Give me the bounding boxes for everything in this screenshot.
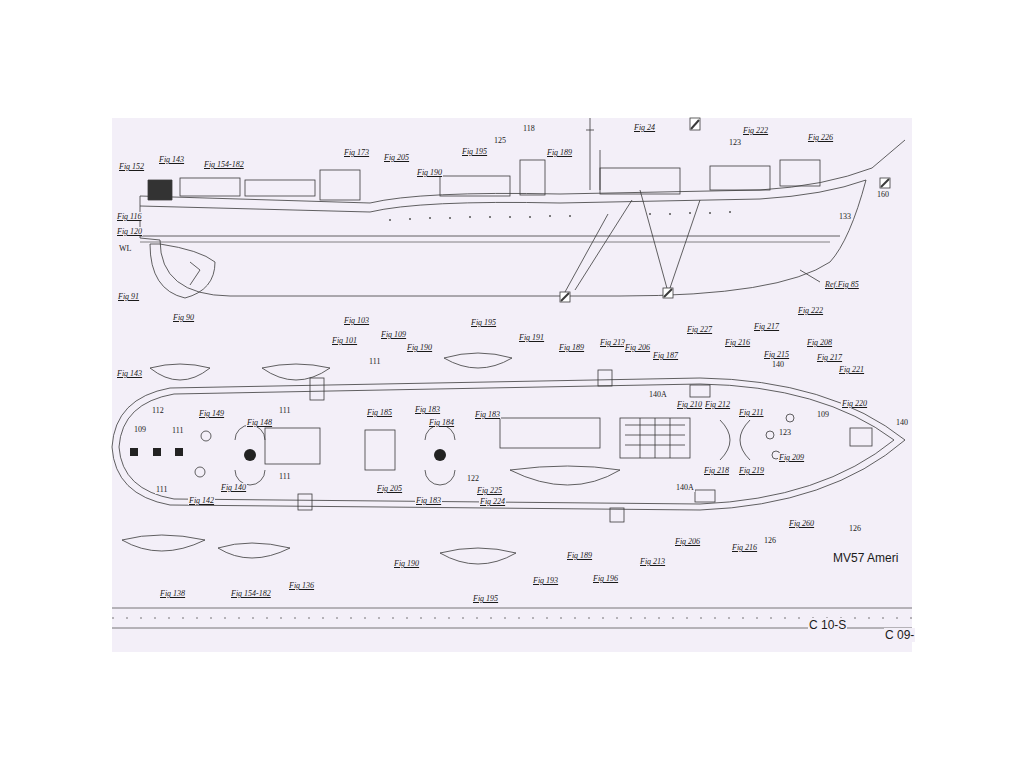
callout-label: Fig 225 (476, 486, 503, 495)
callout-label: 109 (133, 425, 147, 434)
callout-label: Fig 187 (652, 351, 679, 360)
callout-label: Fig 217 (816, 353, 843, 362)
callout-label: 133 (838, 212, 852, 221)
callout-label: Fig 209 (778, 453, 805, 462)
callout-label: MV57 Ameri (832, 551, 899, 565)
callout-label: Fig 205 (383, 153, 410, 162)
callout-label: 111 (368, 357, 381, 366)
callout-label: Fig 183 (414, 405, 441, 414)
callout-label: Fig 184 (428, 418, 455, 427)
callout-label: Fig 190 (393, 559, 420, 568)
callout-label: Fig 143 (158, 155, 185, 164)
callout-label: Fig 189 (566, 551, 593, 560)
callout-label: 111 (155, 485, 168, 494)
callout-label: Fig 216 (724, 338, 751, 347)
callout-label: Fig 173 (343, 148, 370, 157)
callout-label: 126 (848, 524, 862, 533)
callout-label: 122 (466, 474, 480, 483)
callout-label: Fig 101 (331, 336, 358, 345)
callout-label: Ref.Fig 85 (824, 280, 860, 289)
callout-label: Fig 191 (518, 333, 545, 342)
callout-label: Fig 183 (415, 496, 442, 505)
callout-label: Fig 154-182 (230, 589, 272, 598)
callout-label: Fig 152 (118, 162, 145, 171)
callout-label: Fig 219 (738, 466, 765, 475)
callout-label: Fig 227 (686, 325, 713, 334)
callout-label: 140A (675, 483, 695, 492)
callout-label: Fig 220 (841, 399, 868, 408)
callout-label: Fig 24 (633, 123, 656, 132)
callout-label: 109 (816, 410, 830, 419)
callout-label: Fig 140 (220, 483, 247, 492)
callout-label: 111 (278, 472, 291, 481)
callout-label: Fig 222 (742, 126, 769, 135)
callout-label: Fig 213 (599, 338, 626, 347)
callout-label: Fig 222 (797, 306, 824, 315)
callout-label: Fig 148 (246, 418, 273, 427)
callout-label: Fig 190 (406, 343, 433, 352)
callout-label: Fig 206 (674, 537, 701, 546)
callout-label: Fig 211 (738, 408, 765, 417)
callout-label: Fig 143 (116, 369, 143, 378)
callout-label: Fig 260 (788, 519, 815, 528)
callout-label: 140 (895, 418, 909, 427)
callout-label: 126 (763, 536, 777, 545)
callout-label: Fig 120 (116, 227, 143, 236)
callout-label: Fig 217 (753, 322, 780, 331)
callout-label: Fig 213 (639, 557, 666, 566)
callout-label: Fig 210 (676, 400, 703, 409)
callout-label: Fig 109 (380, 330, 407, 339)
callout-label: 140A (648, 390, 668, 399)
callout-label: WL (118, 244, 132, 253)
callout-label: Fig 183 (474, 410, 501, 419)
callout-label: Fig 91 (117, 292, 140, 301)
callout-label: Fig 116 (116, 212, 143, 221)
callout-label: Fig 190 (416, 168, 443, 177)
callout-label: 160 (876, 190, 890, 199)
callout-label: Fig 226 (807, 133, 834, 142)
callout-label: C 09- (884, 628, 915, 642)
callout-label: Fig 221 (838, 365, 865, 374)
callout-label: Fig 195 (472, 594, 499, 603)
callout-label: 111 (278, 406, 291, 415)
callout-label: Fig 189 (546, 148, 573, 157)
callout-label: Fig 196 (592, 574, 619, 583)
callout-label: 125 (493, 136, 507, 145)
callout-label: 112 (151, 406, 165, 415)
callout-label: Fig 185 (366, 408, 393, 417)
callout-label: 123 (778, 428, 792, 437)
callout-label: Fig 218 (703, 466, 730, 475)
callout-label: Fig 212 (704, 400, 731, 409)
callout-label: Fig 90 (172, 313, 195, 322)
callout-label: Fig 142 (188, 496, 215, 505)
callout-label: Fig 195 (461, 147, 488, 156)
callout-label: Fig 208 (806, 338, 833, 347)
callout-label: 123 (728, 138, 742, 147)
callout-label: 118 (522, 124, 536, 133)
callout-label: Fig 103 (343, 316, 370, 325)
callout-label: Fig 154-182 (203, 160, 245, 169)
callout-label: Fig 205 (376, 484, 403, 493)
callout-label: Fig 193 (532, 576, 559, 585)
callout-label: Fig 136 (288, 581, 315, 590)
callout-label: Fig 215 (763, 350, 790, 359)
callout-label: Fig 189 (558, 343, 585, 352)
callout-label: Fig 206 (624, 343, 651, 352)
callout-label: Fig 216 (731, 543, 758, 552)
callout-label: 140 (771, 360, 785, 369)
callout-label: 111 (171, 426, 184, 435)
callout-label: Fig 224 (479, 497, 506, 506)
callout-label: Fig 195 (470, 318, 497, 327)
callout-label: Fig 138 (159, 589, 186, 598)
callout-label: C 10-S (808, 618, 847, 632)
callout-label: Fig 149 (198, 409, 225, 418)
